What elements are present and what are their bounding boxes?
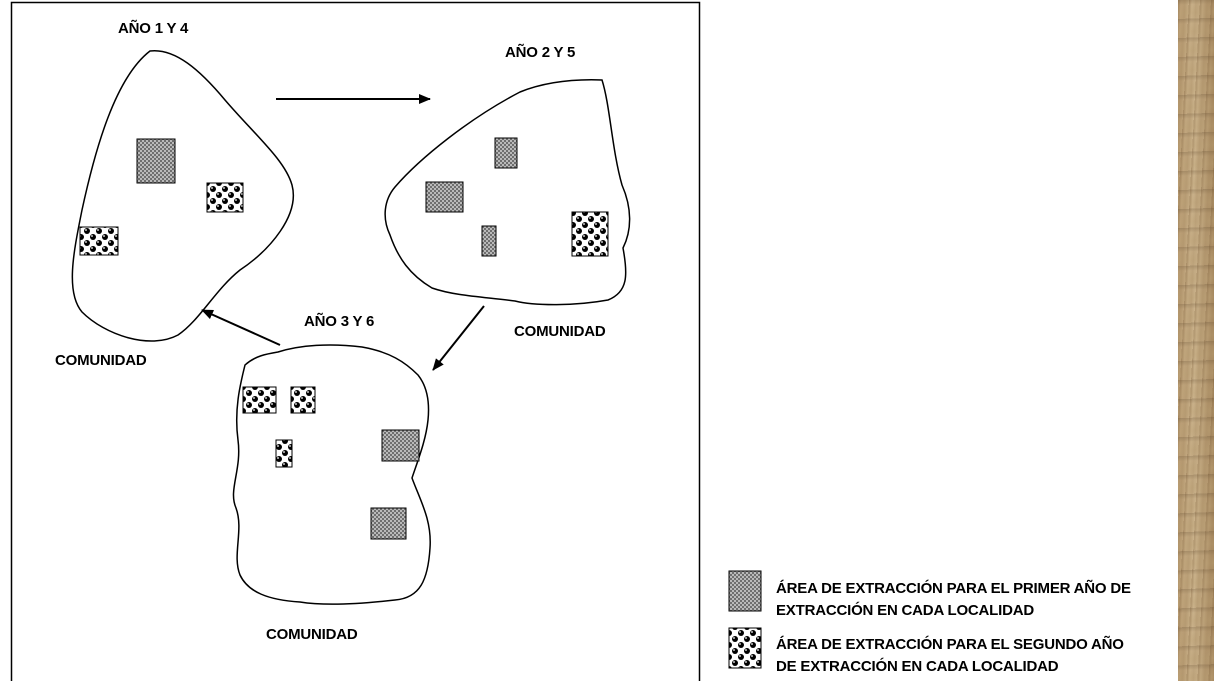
legend-second-year: ÁREA DE EXTRACCIÓN PARA EL SEGUNDO AÑO D… (776, 634, 1124, 678)
extraction-area-second-year (242, 386, 277, 414)
extraction-area-first-year (481, 225, 497, 257)
extraction-area-first-year (494, 137, 518, 169)
label-year-3-6: AÑO 3 Y 6 (304, 313, 375, 330)
legend-swatch-first-year (728, 570, 762, 612)
legend-second-year-line2: DE EXTRACCIÓN EN CADA LOCALIDAD (776, 658, 1059, 675)
label-community-3: COMUNIDAD (266, 626, 358, 643)
extraction-area-second-year (290, 386, 316, 414)
community-2-outline (384, 79, 631, 306)
community-1-outline (71, 50, 295, 342)
legend-first-year-line1: ÁREA DE EXTRACCIÓN PARA EL PRIMER AÑO DE (776, 580, 1131, 597)
stone-texture-strip (1178, 0, 1214, 681)
legend-second-year-line1: ÁREA DE EXTRACCIÓN PARA EL SEGUNDO AÑO (776, 636, 1124, 653)
extraction-area-second-year (206, 182, 244, 213)
arrow-year2-to-year3 (432, 305, 485, 371)
diagram-frame (10, 1, 701, 681)
label-community-1: COMUNIDAD (55, 352, 147, 369)
extraction-area-first-year (381, 429, 420, 462)
legend-swatch-second-year (728, 627, 762, 669)
extraction-area-first-year (136, 138, 176, 184)
extraction-area-second-year (571, 211, 609, 257)
legend-first-year-line2: EXTRACCIÓN EN CADA LOCALIDAD (776, 602, 1035, 619)
extraction-area-second-year (275, 439, 293, 468)
label-year-2-5: AÑO 2 Y 5 (505, 44, 576, 61)
label-community-2: COMUNIDAD (514, 323, 606, 340)
extraction-area-first-year (370, 507, 407, 540)
community-3-outline (232, 344, 431, 605)
extraction-area-first-year (425, 181, 464, 213)
legend-first-year: ÁREA DE EXTRACCIÓN PARA EL PRIMER AÑO DE… (776, 578, 1131, 622)
extraction-area-second-year (79, 226, 119, 256)
label-year-1-4: AÑO 1 Y 4 (118, 20, 189, 37)
arrow-year3-to-year1 (201, 309, 281, 346)
